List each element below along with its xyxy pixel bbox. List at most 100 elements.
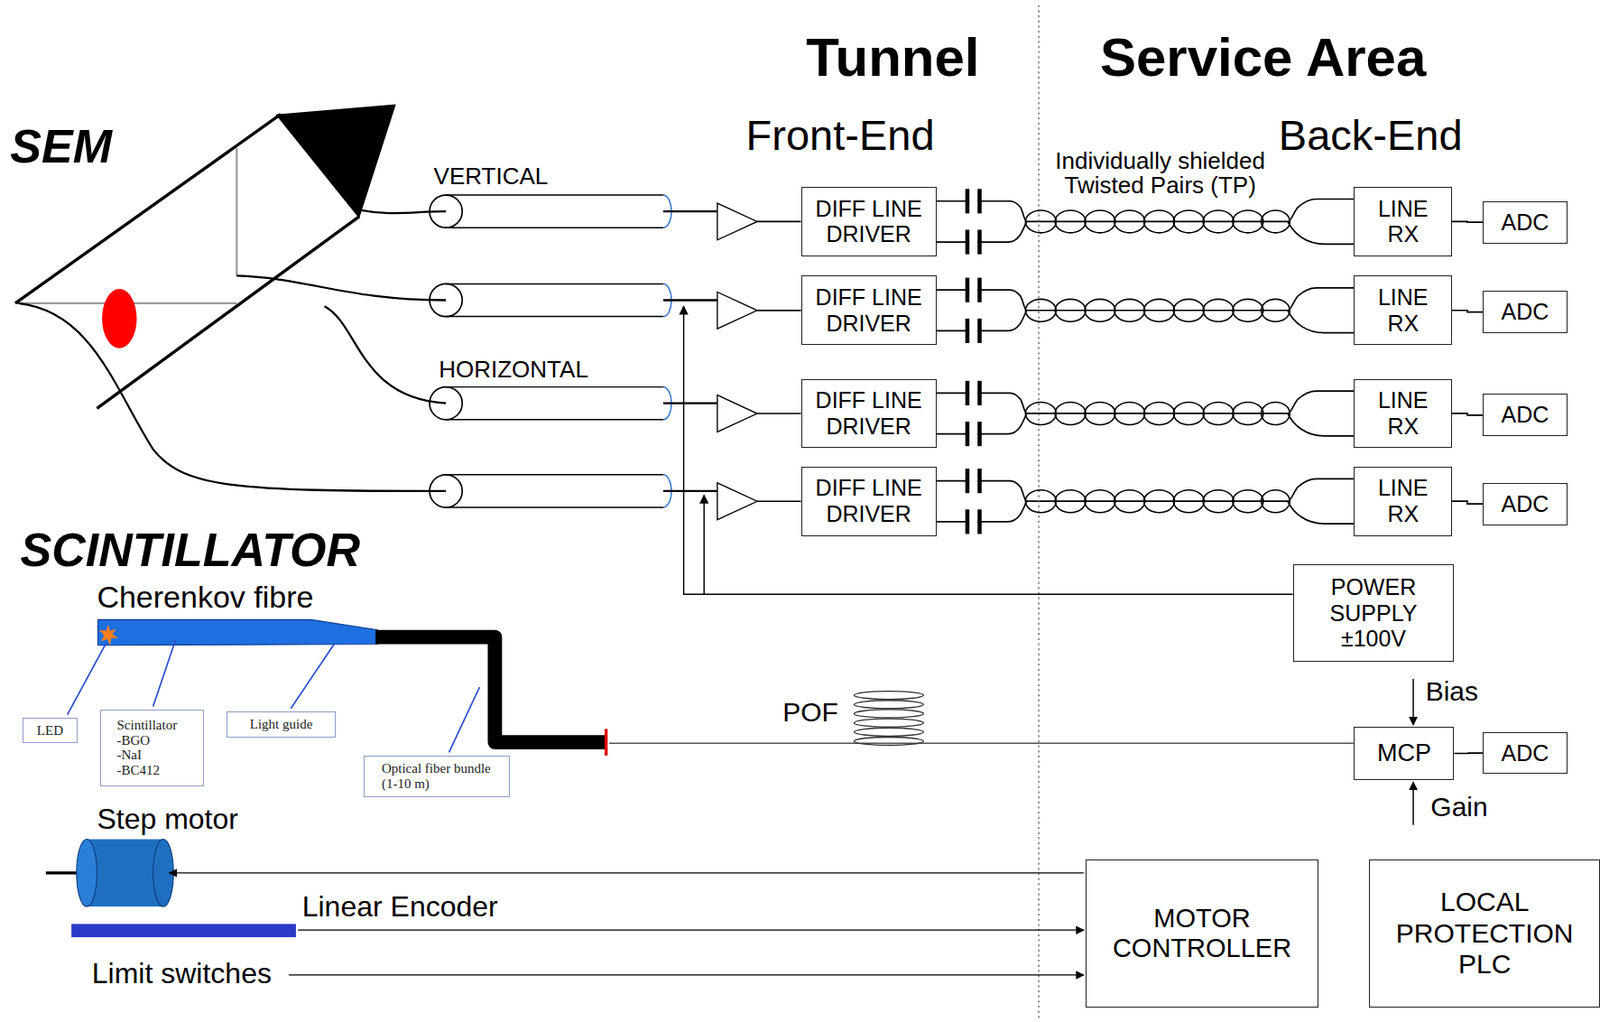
part-name: POF <box>782 696 839 729</box>
signal-chain-row <box>429 277 1354 343</box>
beam-spot <box>101 288 137 349</box>
box-label: MOTOR CONTROLLER <box>1097 903 1307 964</box>
fiber-coil <box>853 718 924 727</box>
callout-box: Optical fiber bundle (1-10 m) <box>363 755 511 797</box>
sem-frame-corner <box>275 103 396 219</box>
scintillator-bar <box>98 619 379 645</box>
area-title: Service Area <box>1100 26 1426 89</box>
box-content: ADC <box>1500 209 1549 236</box>
fiber-coil <box>853 700 924 709</box>
control-arrow <box>288 973 1084 975</box>
line-driver-box: DIFF LINE DRIVER <box>801 379 937 449</box>
callout-text: Light guide <box>249 716 314 732</box>
box-content: Light guide <box>249 716 314 732</box>
fiber-end <box>604 728 608 755</box>
box-content: Scintillator -BGO -NaI -BC412 <box>116 717 187 777</box>
box-content: DIFF LINE DRIVER <box>809 387 929 440</box>
part-name: Limit switches <box>92 956 272 990</box>
signal-chain-row <box>429 380 1354 446</box>
linear-encoder-bar <box>71 923 296 937</box>
cable-note: Individually shielded Twisted Pairs (TP) <box>1038 148 1283 199</box>
fiber-coil <box>853 691 924 746</box>
bias-arrow <box>1412 678 1414 725</box>
plc-box: LOCAL PROTECTION PLC <box>1368 859 1600 1008</box>
signal-chain-row <box>429 468 1354 534</box>
motor-body <box>86 839 164 907</box>
box-content: DIFF LINE DRIVER <box>809 284 929 337</box>
line-receiver-box: LINE RX <box>1353 466 1453 537</box>
box-content: MOTOR CONTROLLER <box>1097 903 1307 964</box>
control-arrow <box>169 871 1084 873</box>
line-driver-box: DIFF LINE DRIVER <box>801 275 937 345</box>
section-title: SCINTILLATOR <box>20 523 361 578</box>
signal-line <box>1452 221 1483 223</box>
box-label: LINE RX <box>1367 195 1440 249</box>
callout-text: Optical fiber bundle (1-10 m) <box>381 760 492 791</box>
callout-text: LED <box>36 722 64 739</box>
box-label: LINE RX <box>1367 284 1440 337</box>
callout-text: Scintillator -BGO -NaI -BC412 <box>116 717 187 777</box>
signal-name: VERTICAL <box>434 163 549 191</box>
box-label: ADC <box>1500 401 1549 428</box>
power-wire <box>684 305 1294 594</box>
box-label: LOCAL PROTECTION PLC <box>1379 886 1590 981</box>
callout-box: Light guide <box>226 711 336 738</box>
motor-face <box>76 839 98 907</box>
part-name: Cherenkov fibre <box>96 579 314 615</box>
area-subtitle: Front-End <box>746 110 935 160</box>
line-receiver-box: LINE RX <box>1353 275 1453 345</box>
fiber-coil <box>853 727 924 736</box>
part-name: Linear Encoder <box>302 889 499 924</box>
box-content: DIFF LINE DRIVER <box>809 195 929 249</box>
box-label: DIFF LINE DRIVER <box>809 387 929 440</box>
box-content: ADC <box>1500 401 1549 428</box>
box-content: ADC <box>1500 490 1549 518</box>
adc-box: ADC <box>1482 393 1568 436</box>
plastic-optical-fiber <box>609 742 1354 744</box>
power-supply-box: POWER SUPPLY ±100V <box>1293 564 1455 661</box>
wire <box>324 305 447 403</box>
line-receiver-box: LINE RX <box>1353 186 1453 257</box>
step-motor-drawing <box>46 839 174 907</box>
signal-line <box>1452 500 1483 504</box>
line-receiver-box: LINE RX <box>1353 379 1453 449</box>
box-content: ADC <box>1500 298 1549 325</box>
signal-line <box>1452 413 1483 416</box>
box-content: LOCAL PROTECTION PLC <box>1379 886 1590 981</box>
box-label: LINE RX <box>1367 474 1440 528</box>
adc-box: ADC <box>1482 731 1568 775</box>
signal-name: Gain <box>1430 791 1488 824</box>
box-content: LINE RX <box>1367 387 1440 440</box>
line-driver-box: DIFF LINE DRIVER <box>801 186 937 257</box>
box-label: DIFF LINE DRIVER <box>809 474 929 528</box>
led-flash <box>99 624 119 646</box>
wire <box>354 209 446 213</box>
signal-chain-row <box>429 188 1354 254</box>
box-label: ADC <box>1500 739 1549 767</box>
box-content: MCP <box>1377 739 1432 768</box>
box-content: LINE RX <box>1367 284 1440 337</box>
line-driver-box: DIFF LINE DRIVER <box>801 466 937 537</box>
box-content: DIFF LINE DRIVER <box>809 474 929 528</box>
area-subtitle: Back-End <box>1278 110 1463 160</box>
box-content: LINE RX <box>1367 474 1440 528</box>
callout-box: Scintillator -BGO -NaI -BC412 <box>100 709 204 787</box>
fiber-coil <box>853 736 924 745</box>
box-label: LINE RX <box>1367 387 1440 440</box>
part-name: Step motor <box>96 802 239 836</box>
box-content: LINE RX <box>1367 195 1440 249</box>
control-arrow <box>297 928 1084 930</box>
box-content: POWER SUPPLY ±100V <box>1314 573 1433 652</box>
signal-name: HORIZONTAL <box>438 356 589 384</box>
mcp-box: MCP <box>1353 726 1454 780</box>
adc-box: ADC <box>1482 290 1568 333</box>
signal-name: Bias <box>1425 675 1479 708</box>
box-content: LED <box>36 722 64 739</box>
box-label: ADC <box>1500 298 1549 325</box>
box-content: Optical fiber bundle (1-10 m) <box>381 760 492 791</box>
box-content: ADC <box>1500 739 1549 767</box>
fiber-coil <box>853 691 924 700</box>
area-title: Tunnel <box>805 26 980 89</box>
gain-arrow <box>1412 781 1414 824</box>
